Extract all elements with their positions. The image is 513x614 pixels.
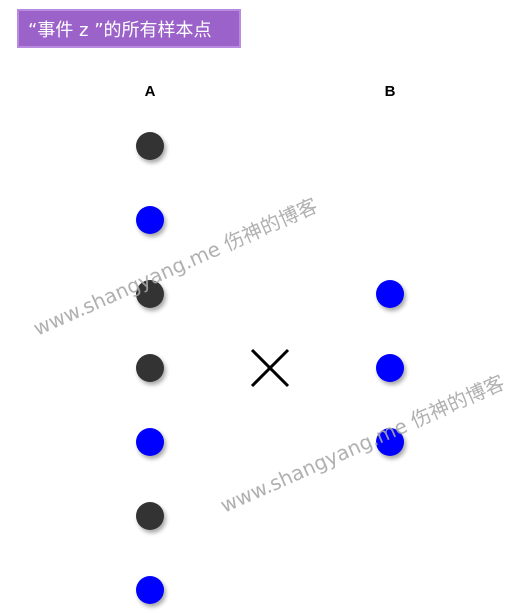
sample-point-a-3 bbox=[136, 280, 164, 308]
sample-point-a-7 bbox=[136, 576, 164, 604]
title-text: “事件 z ”的所有样本点 bbox=[28, 19, 212, 41]
sample-point-a-5 bbox=[136, 428, 164, 456]
sample-point-b-1 bbox=[376, 280, 404, 308]
sample-point-a-2 bbox=[136, 206, 164, 234]
sample-point-a-1 bbox=[136, 132, 164, 160]
title-box: “事件 z ”的所有样本点 bbox=[17, 9, 241, 48]
watermark-2: www.shangyang.me 伤神的博客 bbox=[216, 370, 509, 518]
times-icon bbox=[250, 348, 290, 388]
sample-point-a-4 bbox=[136, 354, 164, 382]
sample-point-b-3 bbox=[376, 428, 404, 456]
watermark-1: www.shangyang.me 伤神的博客 bbox=[29, 193, 322, 341]
column-label-b: B bbox=[384, 83, 396, 100]
sample-point-a-6 bbox=[136, 502, 164, 530]
sample-point-b-2 bbox=[376, 354, 404, 382]
column-label-a: A bbox=[144, 83, 156, 100]
